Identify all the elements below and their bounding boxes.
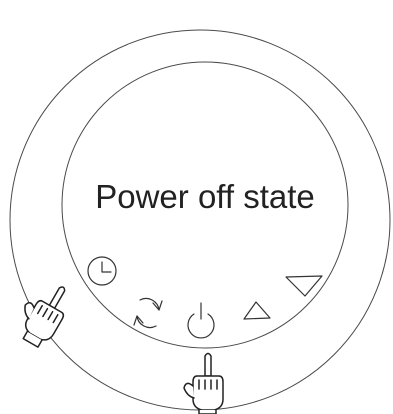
pointing-hand-icon [10, 275, 76, 350]
state-text: Power off state [95, 178, 315, 215]
mode-button[interactable] [134, 298, 162, 327]
down-button[interactable] [286, 276, 322, 296]
power-button[interactable] [188, 303, 214, 338]
pointing-hand-power [184, 354, 223, 414]
power-icon [188, 303, 214, 338]
pointing-hand-timer [10, 275, 76, 350]
outer-ring [10, 30, 390, 410]
cycle-arrows-icon [134, 298, 162, 327]
triangle-up-icon [244, 302, 270, 319]
pointing-hand-icon [184, 354, 223, 414]
clock-icon [88, 257, 116, 285]
triangle-down-icon [286, 276, 322, 296]
timer-button[interactable] [88, 257, 116, 285]
up-button[interactable] [244, 302, 270, 319]
